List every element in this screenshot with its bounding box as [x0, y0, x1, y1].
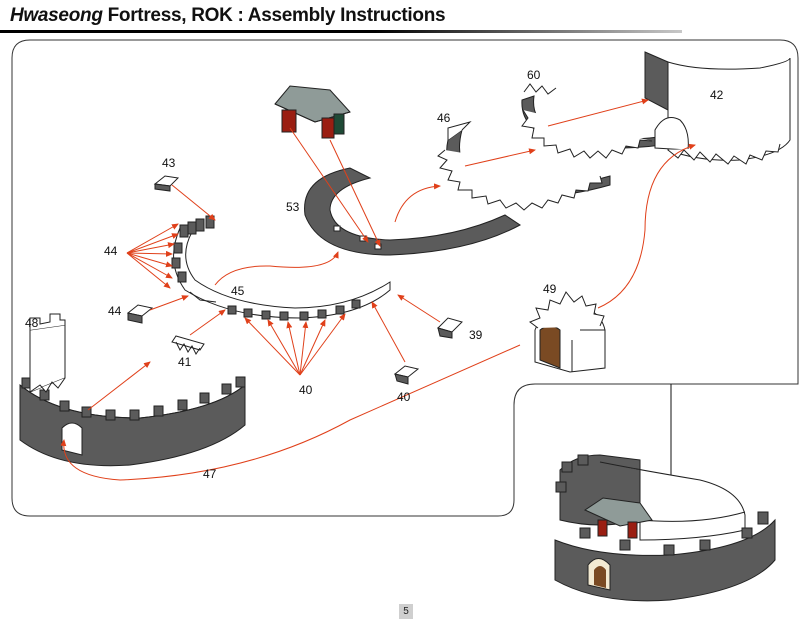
label-part-60: 60 — [527, 68, 541, 82]
label-part-39: 39 — [469, 328, 483, 342]
label-part-41: 41 — [178, 355, 192, 369]
assembly-arrows — [60, 98, 696, 481]
part-45-wall — [171, 215, 391, 321]
label-part-44: 44 — [108, 304, 122, 318]
label-part-40: 40 — [299, 383, 313, 397]
label-part-44: 44 — [104, 244, 118, 258]
label-part-53: 53 — [286, 200, 300, 214]
page-number: 5 — [399, 604, 413, 619]
part-47-wall — [19, 376, 246, 467]
part-40-piece — [393, 365, 420, 385]
page-title: Hwaseong Fortress, ROK : Assembly Instru… — [10, 5, 446, 27]
part-42-wall — [644, 51, 791, 165]
diagram-frame — [11, 39, 799, 517]
part-39-piece — [437, 317, 463, 339]
part-44-piece — [126, 304, 154, 324]
title-rule — [0, 30, 682, 33]
part-43-piece — [153, 175, 180, 192]
label-part-49: 49 — [543, 282, 557, 296]
part-46-strip — [437, 121, 611, 211]
label-part-45: 45 — [231, 284, 245, 298]
label-part-43: 43 — [162, 156, 176, 170]
label-part-48: 48 — [25, 316, 39, 330]
title-rest: Fortress, ROK : Assembly Instructions — [102, 5, 446, 26]
part-41-piece — [171, 335, 205, 355]
label-part-40: 40 — [397, 390, 411, 404]
part-pavilion — [274, 85, 351, 139]
label-part-46: 46 — [437, 111, 451, 125]
part-48-wall — [29, 313, 66, 393]
title-italic: Hwaseong — [10, 5, 103, 26]
part-49-gate — [528, 291, 606, 373]
label-part-42: 42 — [710, 88, 724, 102]
label-part-47: 47 — [203, 467, 217, 481]
assembled-model — [554, 454, 776, 602]
